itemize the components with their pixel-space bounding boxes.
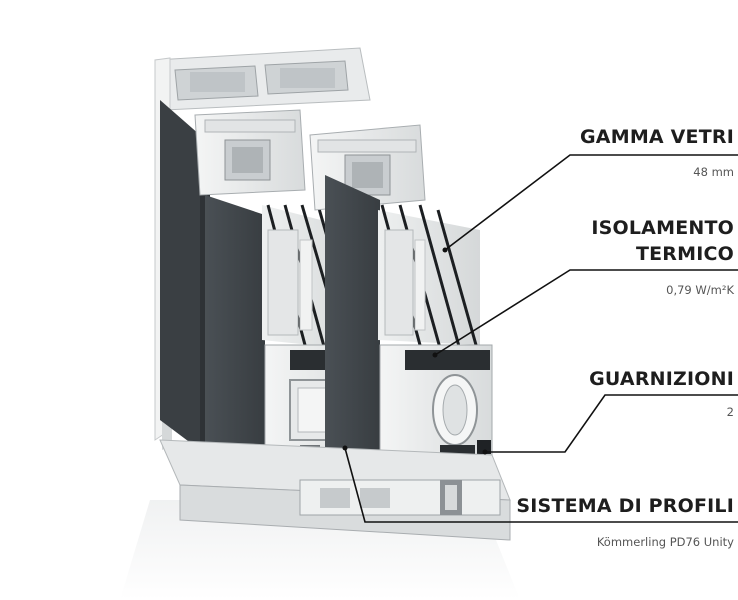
- leader-lines: [344, 154, 738, 523]
- rear-sash-face: [205, 195, 265, 470]
- front-glass-unit: [378, 204, 480, 353]
- callout-title-gamma-vetri: GAMMA VETRI: [580, 126, 734, 148]
- outer-frame-top: [154, 47, 371, 111]
- callout-value-isolamento-termico: 0,79 W/m²K: [666, 283, 734, 297]
- callout-value-gamma-vetri: 48 mm: [693, 165, 734, 179]
- front-sash-bottom-profile: [379, 344, 493, 471]
- leader-line-guarnizioni: [485, 394, 738, 453]
- leader-line-isolamento-termico: [434, 269, 738, 356]
- callout-value-sistema-profili: Kömmerling PD76 Unity: [596, 535, 734, 549]
- callout-title-isolamento-line2: TERMICO: [635, 243, 734, 265]
- front-sash-face: [325, 175, 380, 470]
- leader-line-gamma-vetri: [444, 154, 738, 251]
- callout-value-guarnizioni: 2: [726, 405, 734, 419]
- callout-title-isolamento-line1: ISOLAMENTO: [591, 217, 734, 239]
- threshold-track: [159, 439, 511, 541]
- callout-title-sistema-profili: SISTEMA DI PROFILI: [516, 495, 734, 517]
- callout-title-guarnizioni: GUARNIZIONI: [589, 368, 734, 390]
- leader-line-sistema-profili: [344, 447, 738, 523]
- leader-dots: [342, 247, 488, 455]
- rear-sash-top-profile: [194, 109, 306, 196]
